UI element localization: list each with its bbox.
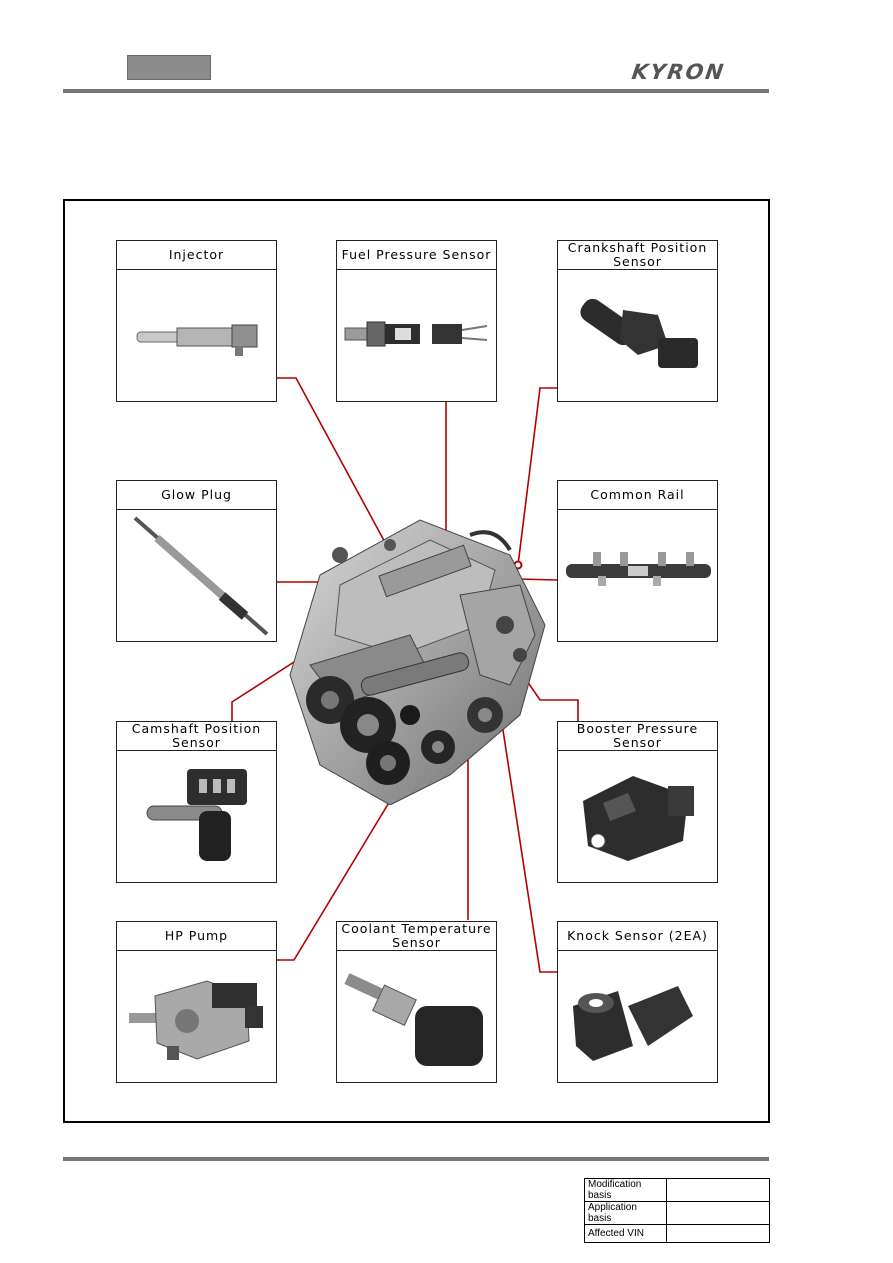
leader-crankshaft bbox=[517, 387, 557, 566]
panel-title: Booster Pressure Sensor bbox=[558, 722, 717, 751]
panel-title: Fuel Pressure Sensor bbox=[337, 241, 496, 270]
revision-table: Modification basis Application basis Aff… bbox=[584, 1178, 770, 1243]
footer-rule bbox=[63, 1157, 769, 1161]
affected-vin-value bbox=[666, 1224, 770, 1243]
header-rule bbox=[63, 89, 769, 93]
leader-injector bbox=[277, 377, 401, 571]
engine-image bbox=[289, 519, 546, 805]
camshaft-sensor-image bbox=[146, 769, 247, 861]
panel-crankshaft-position-sensor: Crankshaft Position Sensor bbox=[557, 240, 718, 402]
panel-title: Glow Plug bbox=[117, 481, 276, 510]
panel-title: Coolant Temperature Sensor bbox=[337, 922, 496, 951]
panel-glow-plug: Glow Plug bbox=[116, 480, 277, 642]
panel-title: Knock Sensor (2EA) bbox=[558, 922, 717, 951]
fuel-pressure-sensor-image bbox=[344, 321, 488, 347]
knock-sensor-image bbox=[573, 986, 693, 1061]
panel-title: HP Pump bbox=[117, 922, 276, 951]
header-section-tab bbox=[127, 55, 211, 80]
diagram-frame bbox=[63, 199, 770, 1123]
injector-image bbox=[136, 324, 258, 356]
hp-pump-image bbox=[129, 980, 263, 1060]
panel-camshaft-position-sensor: Camshaft Position Sensor bbox=[116, 721, 277, 883]
modification-basis-value bbox=[666, 1178, 770, 1202]
coolant-sensor-image bbox=[344, 973, 483, 1066]
panel-knock-sensor: Knock Sensor (2EA) bbox=[557, 921, 718, 1083]
booster-sensor-image bbox=[583, 776, 694, 861]
glow-plug-image bbox=[133, 516, 269, 636]
crankshaft-sensor-image bbox=[580, 298, 698, 368]
panel-common-rail: Common Rail bbox=[557, 480, 718, 642]
affected-vin-label: Affected VIN bbox=[584, 1224, 667, 1243]
panel-fuel-pressure-sensor: Fuel Pressure Sensor bbox=[336, 240, 497, 402]
panel-title: Injector bbox=[117, 241, 276, 270]
leader-knock bbox=[489, 644, 557, 973]
modification-basis-label: Modification basis bbox=[584, 1178, 667, 1202]
panel-title: Common Rail bbox=[558, 481, 717, 510]
common-rail-image bbox=[566, 552, 711, 586]
application-basis-value bbox=[666, 1201, 770, 1225]
panel-injector: Injector bbox=[116, 240, 277, 402]
panel-hp-pump: HP Pump bbox=[116, 921, 277, 1083]
application-basis-label: Application basis bbox=[584, 1201, 667, 1225]
panel-title: Crankshaft Position Sensor bbox=[558, 241, 717, 270]
panel-booster-pressure-sensor: Booster Pressure Sensor bbox=[557, 721, 718, 883]
panel-coolant-temperature-sensor: Coolant Temperature Sensor bbox=[336, 921, 497, 1083]
panel-title: Camshaft Position Sensor bbox=[117, 722, 276, 751]
